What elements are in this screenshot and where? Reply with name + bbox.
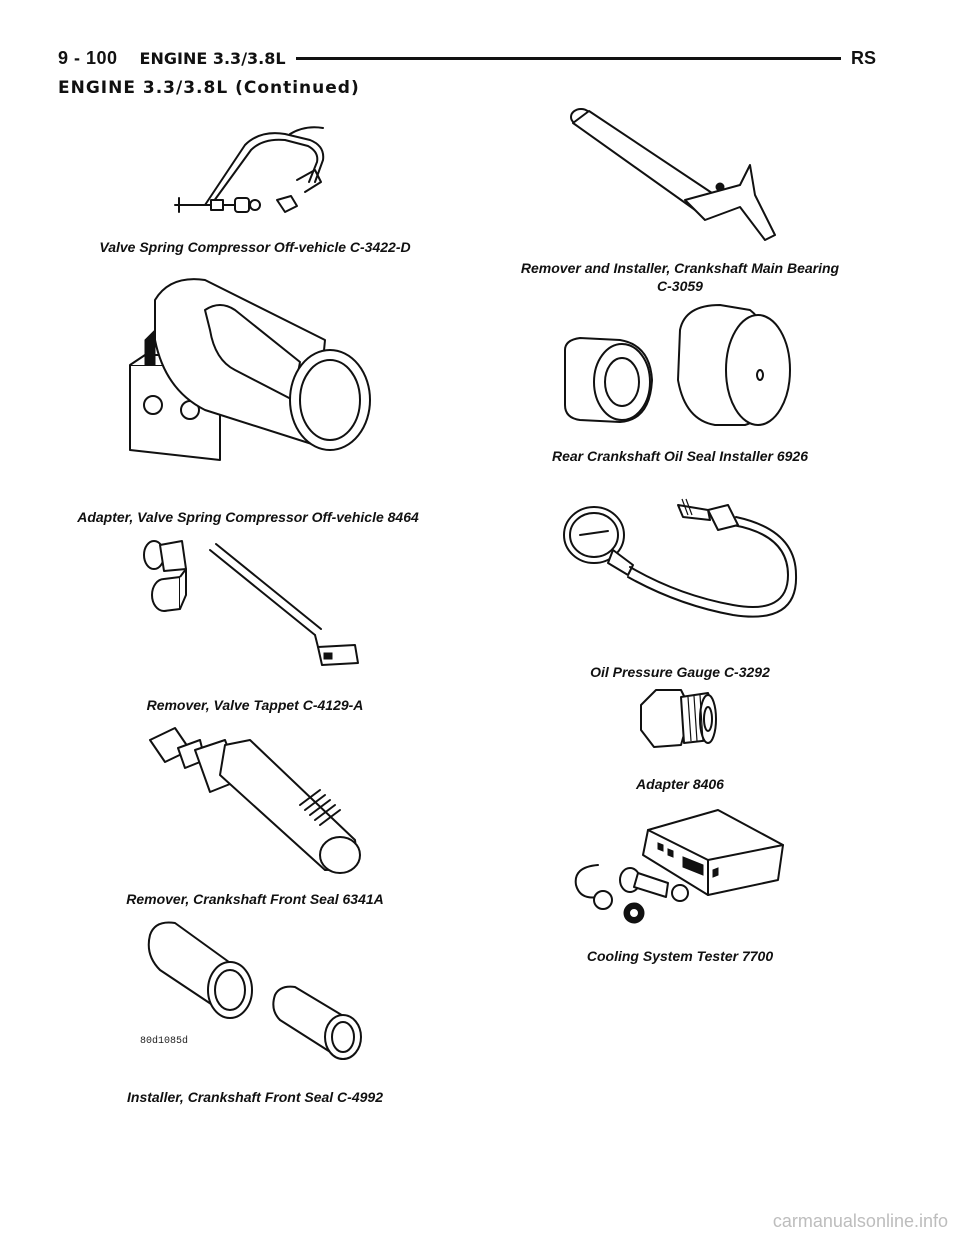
figure-code: 80d1085d <box>140 1036 189 1047</box>
valve-spring-compressor-illustration <box>174 126 325 213</box>
caption-main-bearing-tool-line2: C-3059 <box>657 278 703 294</box>
adapter-8406-illustration <box>640 689 717 748</box>
caption-adapter-8406: Adapter 8406 <box>636 776 724 792</box>
rear-seal-installer-illustration <box>564 304 791 426</box>
caption-oil-pressure-gauge: Oil Pressure Gauge C-3292 <box>590 664 770 680</box>
watermark: carmanualsonline.info <box>772 1211 948 1231</box>
main-bearing-tool-illustration <box>570 108 776 241</box>
caption-rear-seal-installer: Rear Crankshaft Oil Seal Installer 6926 <box>551 448 808 464</box>
continued-title: ENGINE 3.3/3.8L (Continued) <box>58 78 360 98</box>
caption-cooling-system-tester: Cooling System Tester 7700 <box>586 948 774 964</box>
manual-code: RS <box>850 47 876 68</box>
page-number: 9 - 100 <box>58 47 118 68</box>
caption-main-bearing-tool-line1: Remover and Installer, Crankshaft Main B… <box>520 260 840 276</box>
caption-front-seal-remover: Remover, Crankshaft Front Seal 6341A <box>126 891 384 907</box>
header-rule <box>295 56 841 60</box>
front-seal-remover-illustration <box>149 727 361 874</box>
oil-pressure-gauge-illustration <box>563 498 798 618</box>
front-seal-installer-illustration <box>147 921 362 1060</box>
cooling-system-tester-illustration <box>574 809 784 924</box>
caption-compressor-adapter: Adapter, Valve Spring Compressor Off-veh… <box>77 509 419 525</box>
caption-valve-spring-compressor: Valve Spring Compressor Off-vehicle C-34… <box>99 239 411 255</box>
section-title: ENGINE 3.3/3.8L <box>139 48 286 68</box>
caption-valve-tappet-remover: Remover, Valve Tappet C-4129-A <box>146 697 364 713</box>
compressor-adapter-illustration <box>129 278 371 461</box>
page-header: 9 - 100 ENGINE 3.3/3.8L RS <box>58 46 876 70</box>
valve-tappet-remover-illustration <box>143 540 359 666</box>
caption-front-seal-installer: Installer, Crankshaft Front Seal C-4992 <box>127 1089 383 1105</box>
